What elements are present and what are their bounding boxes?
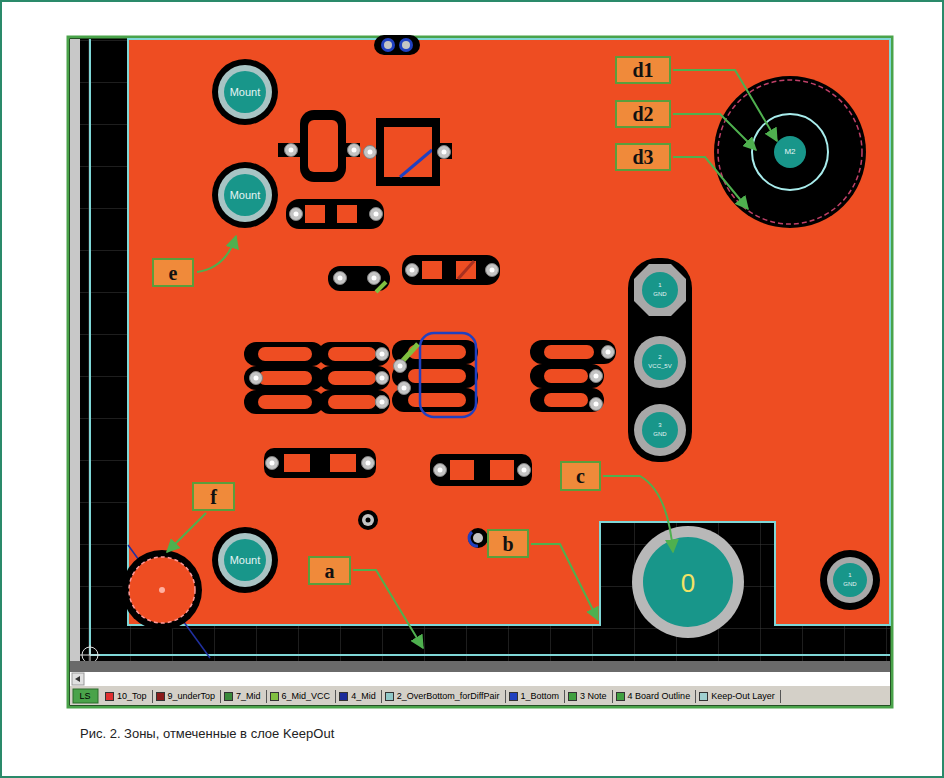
callout-letter: b [502, 534, 513, 554]
callout-letter: a [325, 561, 335, 581]
layer-swatch [385, 692, 394, 701]
layer-swatch [105, 692, 114, 701]
component-footprints [244, 110, 616, 548]
layer-name: Keep-Out Layer [711, 692, 775, 701]
layer-name: 7_Mid [236, 692, 261, 701]
layer-tab: 2_OverBottom_forDiffPair [382, 690, 506, 703]
layer-tab: 4 Board Outline [613, 690, 697, 703]
layer-tab: 9_underTop [153, 690, 222, 703]
pad-label: GND [653, 431, 666, 437]
callout-letter: d2 [632, 104, 653, 124]
callout-letter: d1 [632, 60, 653, 80]
pad-label: Mount [230, 87, 261, 98]
layer-swatch [568, 692, 577, 701]
callout-box: e [152, 258, 194, 287]
mount-pad [212, 59, 278, 593]
callout-letter: f [210, 487, 217, 507]
layer-swatch [156, 692, 165, 701]
pad-label: 3 [658, 422, 661, 428]
callout-box: c [560, 461, 601, 491]
pad-label: 1 [658, 282, 661, 288]
pad-label: 2 [658, 354, 661, 360]
layer-name: 10_Top [117, 692, 147, 701]
layer-name: 3 Note [580, 692, 607, 701]
layer-tab: 10_Top [102, 690, 153, 703]
layer-swatch [699, 692, 708, 701]
pad-label: GND [843, 581, 856, 587]
figure-caption: Рис. 2. Зоны, отмеченные в слое KeepOut [80, 726, 334, 741]
layer-name: 4_Mid [351, 692, 376, 701]
layer-tab: 1_Bottom [506, 690, 566, 703]
pad-label: GND [653, 291, 666, 297]
layer-tab: 7_Mid [221, 690, 267, 703]
layer-swatch [224, 692, 233, 701]
pad-label: Mount [230, 555, 261, 566]
layer-tab: 6_Mid_VCC [267, 690, 337, 703]
layer-name: 2_OverBottom_forDiffPair [397, 692, 500, 701]
layer-name: 6_Mid_VCC [282, 692, 331, 701]
layer-tab: Keep-Out Layer [696, 690, 781, 703]
layer-tab: 3 Note [565, 690, 613, 703]
pad-label: 0 [681, 570, 695, 596]
layer-name: 1_Bottom [521, 692, 560, 701]
layer-tab: 4_Mid [336, 690, 382, 703]
pad-label: VCC_5V [648, 363, 671, 369]
pad-label: 1 [848, 572, 851, 578]
callout-box: b [487, 529, 529, 558]
layer-swatch [270, 692, 279, 701]
layer-tabs: 10_Top 9_underTop 7_Mid 6_Mid_VCC 4_Mid 2_Ove… [102, 689, 781, 704]
layer-swatch [509, 692, 518, 701]
layer-name: 9_underTop [168, 692, 216, 701]
callout-letter: d3 [632, 147, 653, 167]
callout-letter: e [169, 263, 178, 283]
callout-box: d1 [615, 56, 671, 84]
pad-label: Mount [230, 190, 261, 201]
callout-box: d2 [615, 100, 671, 128]
callout-box: d3 [615, 143, 671, 171]
callout-box: a [308, 556, 351, 585]
layer-swatch [339, 692, 348, 701]
callout-letter: c [576, 466, 585, 486]
layer-swatch [616, 692, 625, 701]
layer-name: 4 Board Outline [628, 692, 691, 701]
pad-label: LS [79, 692, 90, 701]
leader-arrows [167, 70, 777, 648]
callout-box: f [192, 482, 235, 511]
pad-label: M2 [784, 148, 795, 156]
